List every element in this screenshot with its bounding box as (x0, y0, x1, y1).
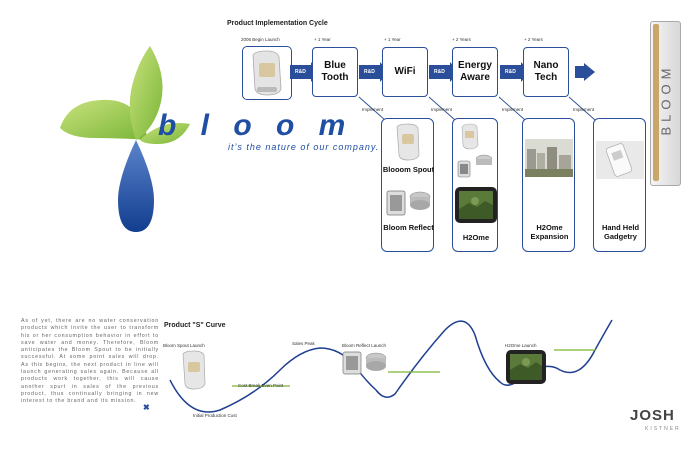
label-reflect: Bloom Reflect (383, 223, 434, 232)
label-handheld: Hand Held Gadgetry (601, 223, 640, 241)
label-initial-cost: Initial Production Cost (193, 413, 237, 418)
bloom-flower-logo (60, 46, 190, 232)
curve-h2ome-image (506, 350, 546, 384)
timeline-label: + 2 Years (452, 37, 471, 42)
spout-device-image (252, 50, 282, 96)
label-h2ome-expansion: H2Ome Expansion (530, 223, 569, 241)
handheld-image (596, 141, 644, 179)
implement-connectors (358, 96, 596, 121)
x-mark-icon: ✖ (143, 403, 150, 412)
final-arrow-head (584, 63, 595, 81)
stage-nano-tech: Nano Tech (523, 47, 569, 97)
signature-name: JOSH (630, 407, 675, 424)
label-reflect-launch: Bloom Reflect Launch (342, 343, 387, 348)
baseline-markers (232, 349, 596, 387)
curve-spout-image (182, 350, 206, 390)
brand-tagline: it’s the nature of our company. (228, 142, 380, 152)
cycle-title: Product Implementation Cycle (227, 20, 328, 27)
signature-surname: KISTNER (645, 426, 681, 432)
stage-energy-aware: Energy Aware (452, 47, 498, 97)
label-h2ome: H2Ome (462, 233, 490, 242)
curve-title: Product "S" Curve (164, 322, 226, 329)
implement-label: Implement (431, 107, 453, 112)
vertical-logo-text: BLOOM (658, 63, 674, 136)
panel-spout-reflect: Blooom Spout Bloom Reflect (381, 118, 434, 252)
timeline-label: + 1 Year (384, 37, 401, 42)
description-text: As of yet, there are no water conservati… (21, 318, 159, 405)
reflect-image (386, 190, 431, 216)
h2ome-screen-image (455, 187, 497, 223)
stage-bluetooth: Blue Tooth (312, 47, 358, 97)
label-h2ome-launch: H2Ome Launch (505, 343, 537, 348)
banner-stripe (653, 24, 659, 181)
vertical-brand-banner: BLOOM (650, 21, 681, 186)
implement-label: Implement (362, 107, 384, 112)
brand-name: b l o o m (158, 109, 354, 142)
curve-reflect-image (342, 351, 387, 375)
timeline-label: + 1 Year (314, 37, 331, 42)
panel-h2ome-expansion: H2Ome Expansion (522, 118, 575, 252)
panel-h2ome: H2Ome (452, 118, 498, 252)
label-spout-launch: Bloom Spout Launch (163, 343, 205, 348)
implement-label: Implement (502, 107, 524, 112)
label-spout: Blooom Spout (382, 165, 435, 174)
implement-label: Implement (573, 107, 595, 112)
stage-wifi: WiFi (382, 47, 428, 97)
expansion-image (525, 139, 573, 177)
label-break-even: Cost Break Even Point (238, 383, 284, 388)
h2ome-devices-image (457, 123, 493, 178)
label-sales-peak: Sales Peak (292, 341, 315, 346)
timeline-label: 2006 Begin Launch (241, 37, 280, 42)
spout-image (396, 123, 420, 161)
timeline-label: + 2 Years (524, 37, 543, 42)
spout-device-panel (242, 46, 292, 100)
panel-handheld: Hand Held Gadgetry (593, 118, 646, 252)
final-arrow-shaft (575, 66, 585, 78)
